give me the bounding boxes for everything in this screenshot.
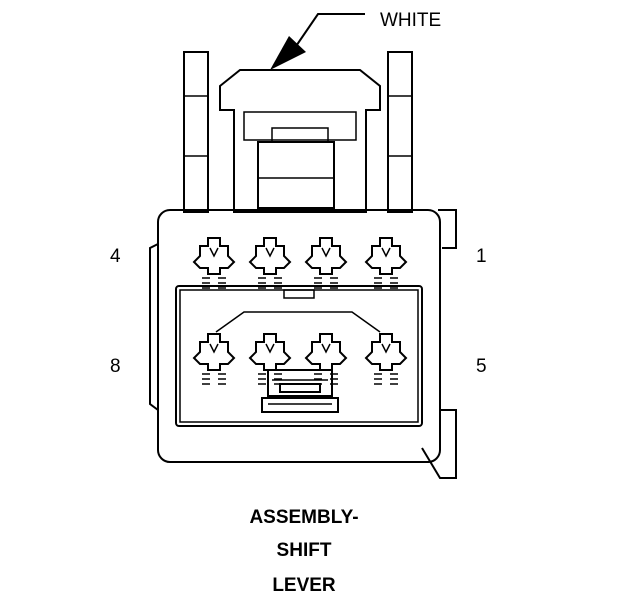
terminal-row-top — [192, 237, 408, 289]
terminal-cavity-top-1 — [192, 237, 236, 289]
callout-arrowhead — [270, 36, 306, 70]
terminal-cavity-top-2 — [248, 237, 292, 289]
terminal-cavity-bottom-2 — [248, 333, 292, 385]
terminal-cavity-bottom-3 — [304, 333, 348, 385]
connector-lock-tab — [219, 69, 381, 213]
connector-key-slots — [261, 289, 339, 413]
component-title-line-2: SHIFT — [277, 540, 332, 561]
terminal-cavity-top-4 — [364, 237, 408, 289]
white-callout-leader — [270, 13, 365, 70]
terminal-row-bottom — [192, 333, 408, 385]
terminal-cavity-bottom-4 — [364, 333, 408, 385]
component-title-line-1: ASSEMBLY- — [249, 507, 358, 528]
pin-label-1: 1 — [476, 246, 487, 267]
pin-label-8: 8 — [110, 356, 121, 377]
terminal-cavity-bottom-1 — [192, 333, 236, 385]
wire-color-label: WHITE — [380, 10, 441, 31]
terminal-cavity-top-3 — [304, 237, 348, 289]
pin-label-4: 4 — [110, 246, 121, 267]
component-title-line-3: LEVER — [272, 575, 336, 596]
pin-label-5: 5 — [476, 356, 487, 377]
connector-latch-arms — [183, 51, 413, 213]
connector-body — [149, 209, 457, 479]
